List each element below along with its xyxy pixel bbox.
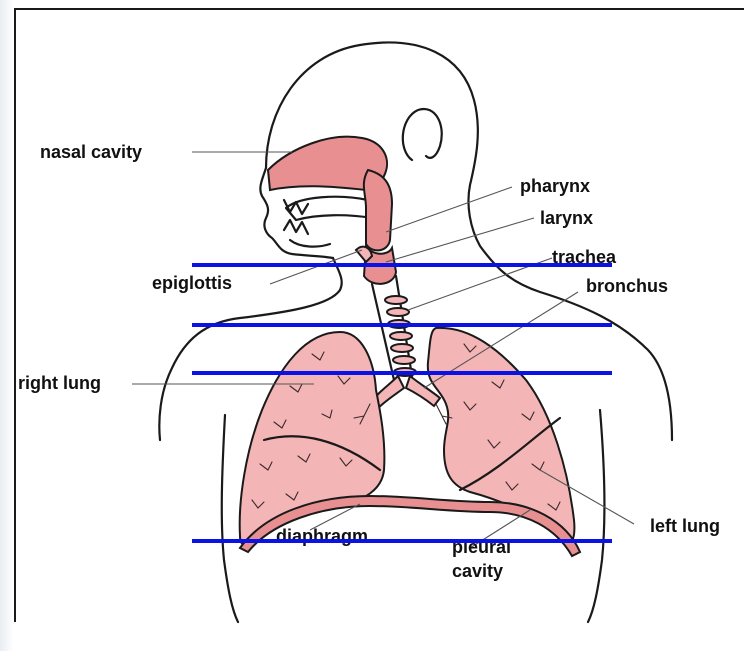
- bronchi: [370, 376, 440, 410]
- trachea-ring: [390, 332, 412, 340]
- teeth-upper: [284, 200, 308, 214]
- ear-icon: [403, 109, 442, 160]
- pharynx-shape: [364, 170, 392, 250]
- label-epiglottis: epiglottis: [152, 273, 232, 293]
- label-larynx: larynx: [540, 208, 593, 228]
- torso-right-outline: [588, 410, 604, 622]
- label-nasal-cavity: nasal cavity: [40, 142, 142, 162]
- label-cavity: cavity: [452, 561, 503, 581]
- label-right-lung: right lung: [18, 373, 101, 393]
- trachea-ring: [387, 308, 409, 316]
- label-pharynx: pharynx: [520, 176, 590, 196]
- trachea-rings: [372, 276, 416, 380]
- label-left-lung: left lung: [650, 516, 720, 536]
- torso-left-outline: [222, 415, 238, 622]
- trachea-ring: [393, 356, 415, 364]
- leader-pharynx: [386, 187, 512, 232]
- jaw-line: [290, 240, 330, 247]
- trachea-ring: [385, 296, 407, 304]
- label-bronchus: bronchus: [586, 276, 668, 296]
- trachea-ring: [391, 344, 413, 352]
- epiglottis-flap: [356, 247, 372, 262]
- body-outline: [159, 42, 672, 622]
- teeth-lower: [284, 220, 308, 234]
